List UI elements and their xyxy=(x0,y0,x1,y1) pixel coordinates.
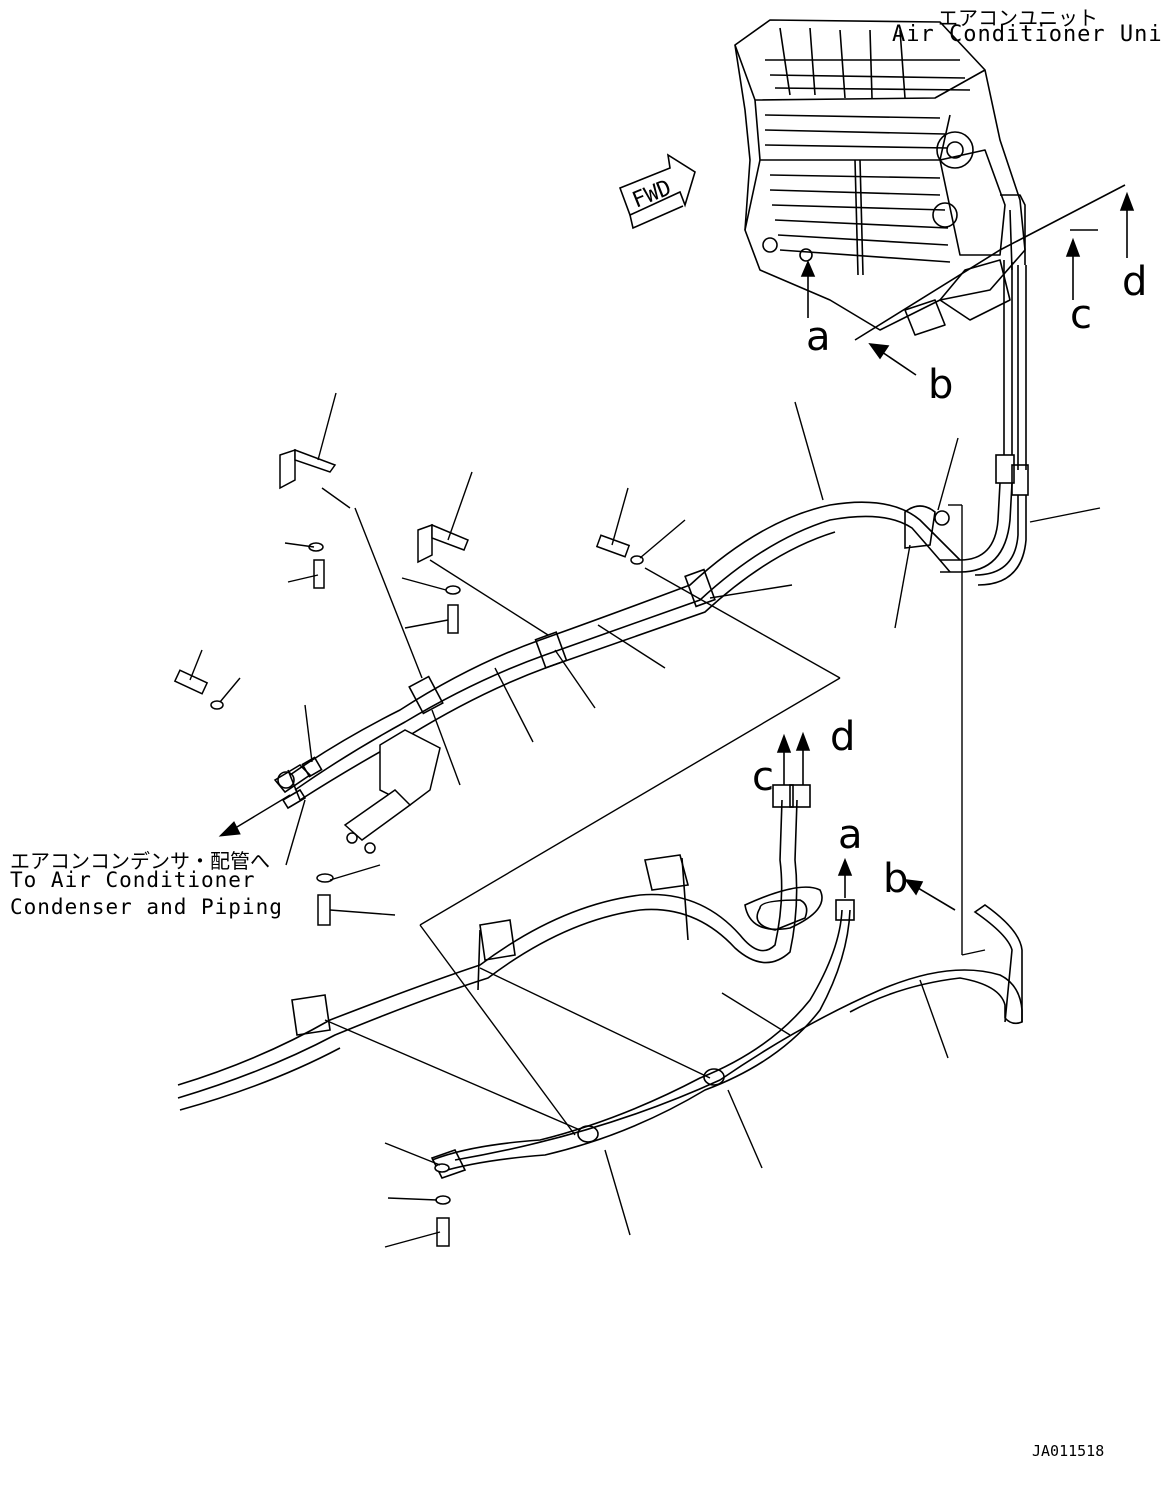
mark-b-top: b xyxy=(928,362,953,408)
upper-brackets-bolts xyxy=(173,448,644,926)
unit-label-en: Air Conditioner Unit xyxy=(892,22,1161,47)
lower-leader-lines xyxy=(324,924,986,1248)
mark-a-bottom: a xyxy=(838,812,863,858)
marks-top xyxy=(800,184,1135,376)
condenser-label-jp: エアコンコンデンサ・配管へ xyxy=(10,849,270,873)
condenser-arrow xyxy=(218,794,291,837)
air-conditioner-unit xyxy=(734,19,1026,336)
condenser-label-en-2: Condenser and Piping xyxy=(10,895,283,919)
condenser-label-en-1: To Air Conditioner xyxy=(10,868,256,892)
mark-b-bottom: b xyxy=(883,856,908,902)
mark-d-top: d xyxy=(1122,259,1147,305)
marks-bottom xyxy=(776,731,956,911)
main-hose-assembly xyxy=(273,501,961,810)
unit-outlet-pipes xyxy=(940,260,1029,586)
lower-bolts xyxy=(434,1163,451,1247)
lower-piping xyxy=(177,784,1023,1179)
upper-leader-lines xyxy=(189,392,1101,955)
mark-d-bottom: d xyxy=(830,714,855,760)
mark-a-top: a xyxy=(806,314,831,360)
fwd-arrow-icon: FWD xyxy=(618,153,696,230)
drawing-number: JA011518 xyxy=(1032,1442,1105,1460)
mark-c-top: c xyxy=(1070,292,1092,338)
unit-label-jp: エアコンユニット xyxy=(938,6,1098,30)
mark-c-bottom: c xyxy=(752,754,774,800)
